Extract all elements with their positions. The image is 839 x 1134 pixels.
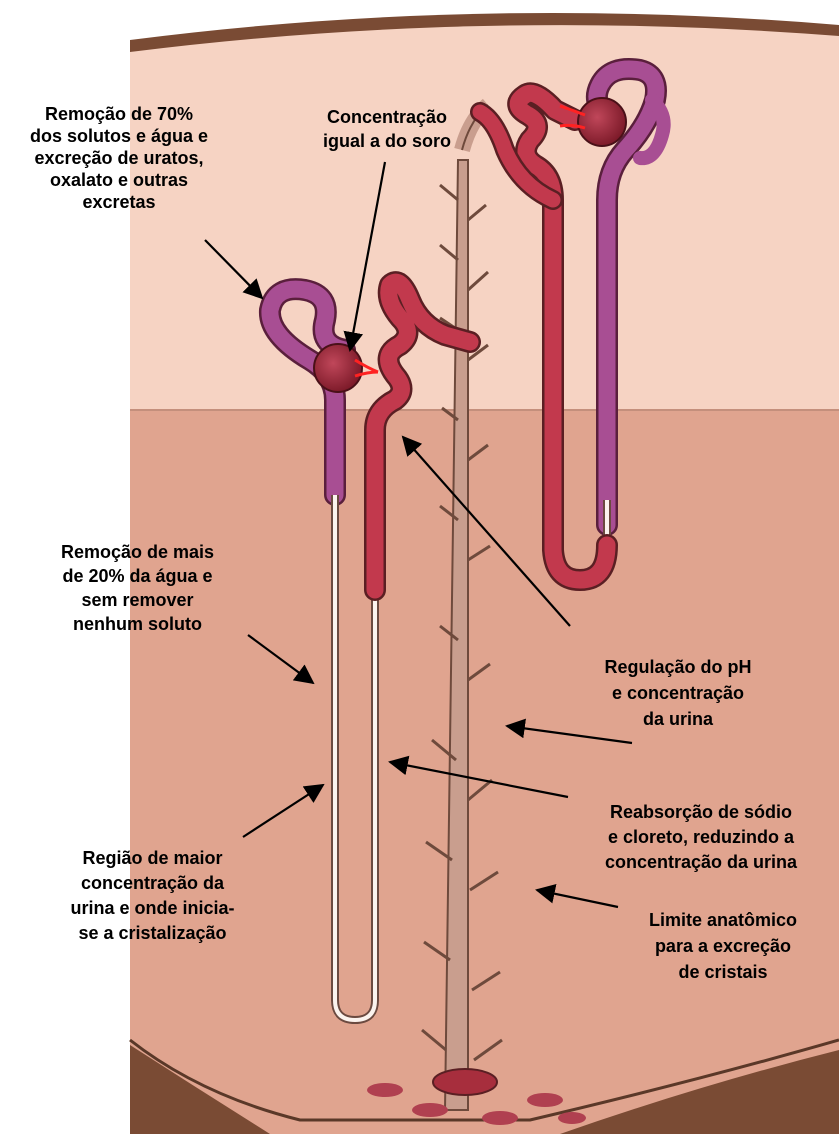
label-pct70: Remoção de 70% dos solutos e água e excr… <box>30 103 208 213</box>
label-water20: Remoção de mais de 20% da água e sem rem… <box>30 540 245 636</box>
medulla-region <box>130 410 839 1134</box>
glomerulus-long <box>578 98 626 146</box>
label-sodium: Reabsorção de sódio e cloreto, reduzindo… <box>572 800 830 875</box>
label-anatomic-limit: Limite anatômico para a excreção de cris… <box>622 907 824 985</box>
label-serum: Concentração igual a do soro <box>318 105 456 153</box>
cortex-region <box>130 25 839 410</box>
glomerulus-short <box>314 344 362 392</box>
label-ph: Regulação do pH e concentração da urina <box>578 654 778 732</box>
label-crystal-region: Região de maior concentração da urina e … <box>40 846 265 946</box>
